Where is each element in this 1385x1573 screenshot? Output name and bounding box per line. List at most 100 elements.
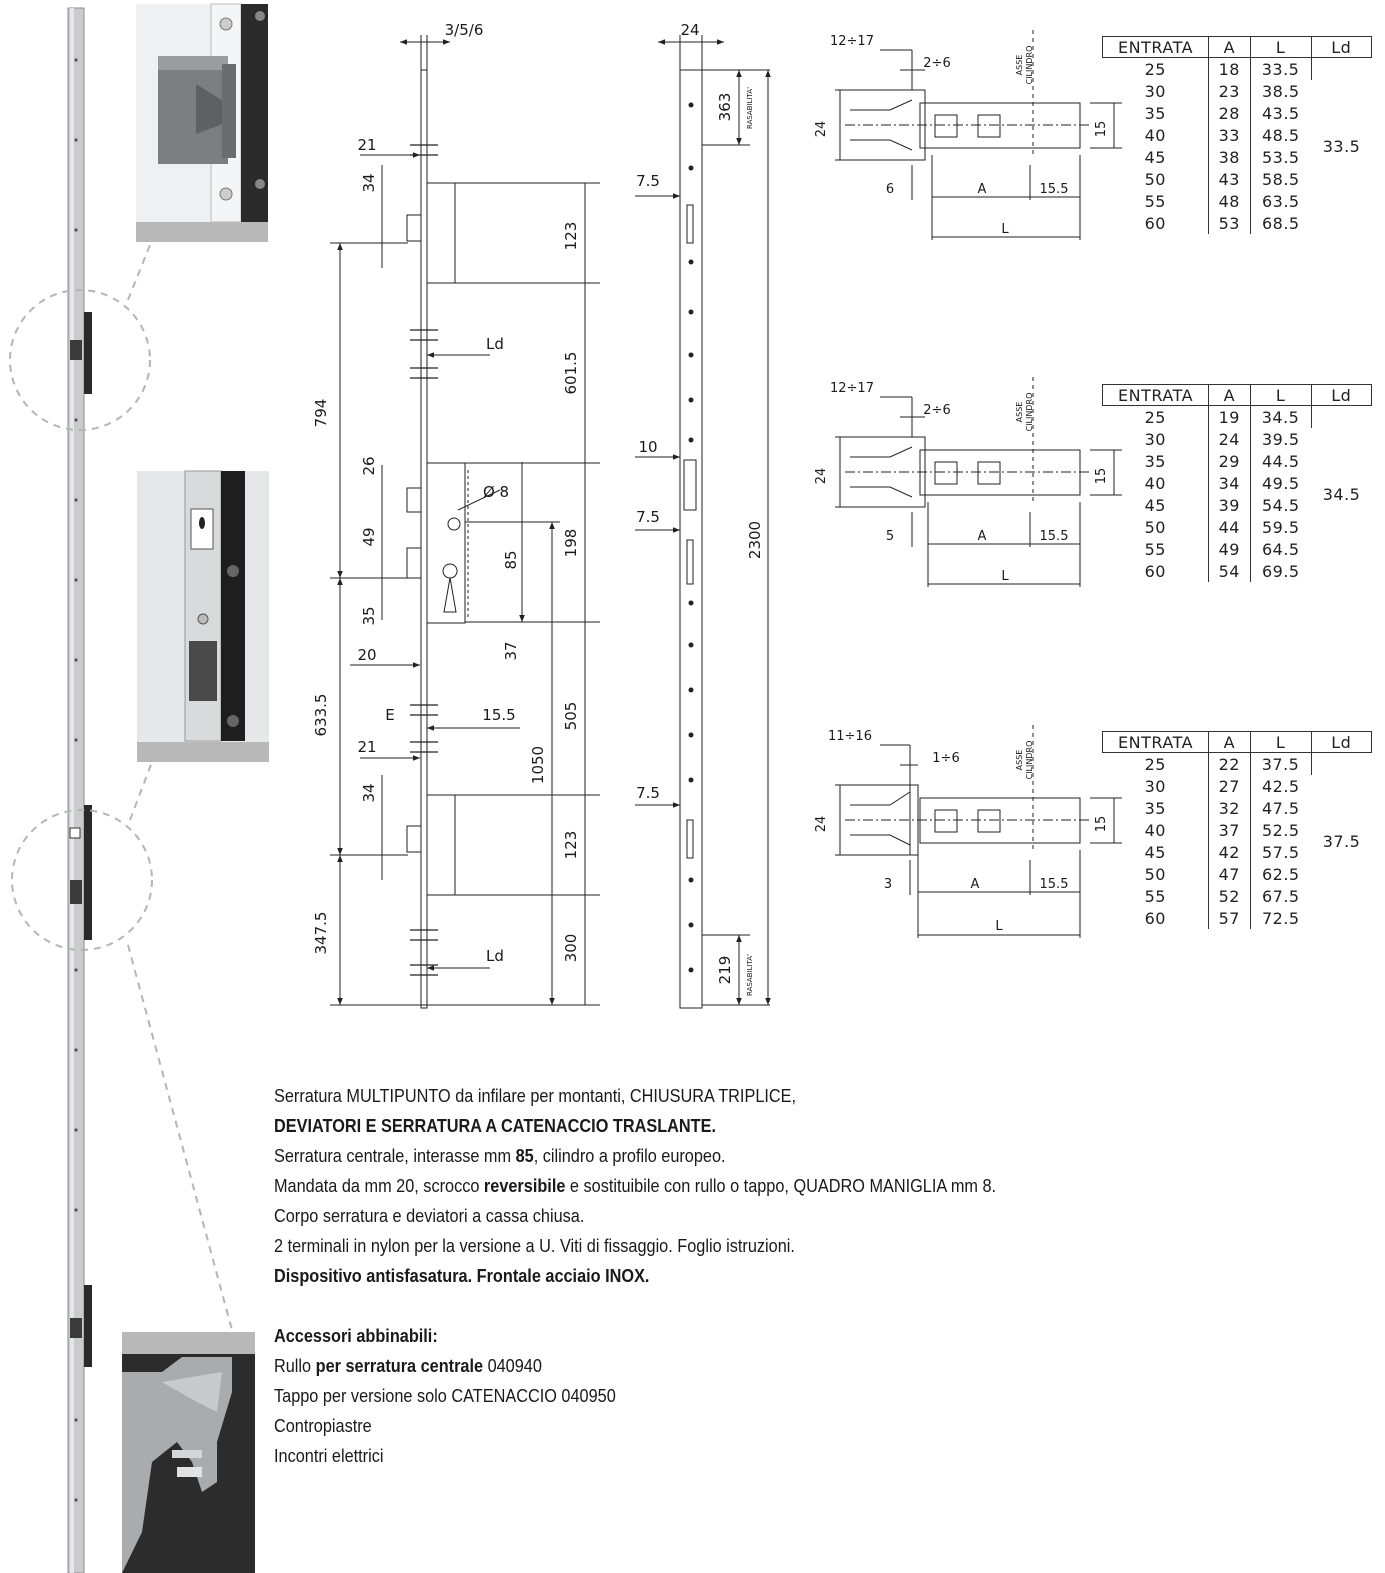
cell-entrata: 50 [1102, 516, 1210, 538]
cell-a: 42 [1208, 841, 1251, 863]
section1-tip: 15.5 [1040, 182, 1069, 197]
dim-85: 85 [502, 550, 520, 569]
dim-347-5: 347.5 [312, 912, 330, 955]
dim-363: 363 [716, 93, 734, 122]
dim-26: 26 [360, 456, 378, 475]
dim-123-top: 123 [562, 222, 580, 251]
section2-asse-1: ASSE [1015, 402, 1024, 423]
cell-l: 62.5 [1261, 864, 1300, 884]
cell-entrata: 60 [1102, 907, 1210, 929]
section3-range: 11÷16 [828, 729, 872, 744]
cell-ld: 33.5 [1322, 136, 1361, 156]
cell-a: 23 [1208, 80, 1251, 102]
dim-7-5-a: 7.5 [636, 172, 660, 190]
cell-l: 34.5 [1250, 405, 1312, 428]
cell-a: 29 [1208, 450, 1251, 472]
dim-34-bot: 34 [360, 783, 378, 802]
desc-line-7: Dispositivo antisfasatura. Frontale acci… [274, 1265, 650, 1286]
section1-offset: 6 [886, 182, 894, 197]
accessory-2: Tappo per versione solo CATENACCIO 04095… [274, 1385, 616, 1406]
cell-l: 48.5 [1261, 125, 1300, 145]
cell-entrata: 40 [1102, 124, 1210, 146]
cell-l: 33.5 [1250, 57, 1312, 80]
cell-a: 57 [1208, 907, 1251, 929]
cell-l: 53.5 [1261, 147, 1300, 167]
section-drawing-1: 12÷17 2÷6 24 15 6 A 15.5 L ASSE CILINDRO [814, 30, 1122, 240]
cell-entrata: 30 [1102, 80, 1210, 102]
cell-a: 54 [1208, 560, 1251, 582]
cell-ld: 37.5 [1322, 831, 1361, 851]
central-lock-photo [137, 470, 269, 762]
header-entrata: ENTRATA [1101, 36, 1210, 58]
cell-a: 49 [1208, 538, 1251, 560]
cell-l: 43.5 [1261, 103, 1300, 123]
dim-ld-top: Ld [486, 335, 504, 353]
dim-15-5: 15.5 [482, 706, 515, 724]
cell-a: 32 [1208, 797, 1251, 819]
cell-a: 34 [1208, 472, 1251, 494]
section1-asse-2: CILINDRO [1025, 46, 1034, 85]
dim-123-bot: 123 [562, 831, 580, 860]
section1-range: 12÷17 [830, 34, 874, 49]
section3-offset: 3 [884, 877, 892, 892]
cell-l: 72.5 [1261, 908, 1300, 928]
accessory-3: Contropiastre [274, 1415, 372, 1436]
cell-entrata: 45 [1102, 841, 1210, 863]
section2-asse-2: CILINDRO [1025, 393, 1034, 432]
dim-300: 300 [562, 934, 580, 963]
header-entrata: ENTRATA [1101, 384, 1210, 406]
dim-794: 794 [312, 399, 330, 428]
header-ld: Ld [1310, 36, 1373, 58]
cell-l: 47.5 [1261, 798, 1300, 818]
cell-entrata: 55 [1102, 885, 1210, 907]
dim-7-5-c: 7.5 [636, 784, 660, 802]
cell-a: 18 [1208, 57, 1251, 80]
cell-a: 39 [1208, 494, 1251, 516]
accessory-1: Rullo per serratura centrale 040940 [274, 1355, 542, 1376]
dim-front-thickness: 3/5/6 [445, 21, 484, 39]
section3-height: 24 [814, 816, 829, 833]
cell-entrata: 35 [1102, 102, 1210, 124]
cell-ld: 34.5 [1322, 484, 1361, 504]
cell-l: 63.5 [1261, 191, 1300, 211]
cell-l: 37.5 [1250, 752, 1312, 775]
cell-l: 57.5 [1261, 842, 1300, 862]
cell-entrata: 35 [1102, 450, 1210, 472]
cell-l: 69.5 [1261, 561, 1300, 581]
section1-height: 24 [814, 121, 829, 138]
dim-35: 35 [360, 606, 378, 625]
desc-line-1: Serratura MULTIPUNTO da infilare per mon… [274, 1085, 797, 1106]
header-l: L [1249, 731, 1312, 753]
dim-21-bot: 21 [357, 738, 376, 756]
cell-entrata: 50 [1102, 863, 1210, 885]
dim-34-top: 34 [360, 173, 378, 192]
desc-line-2: DEVIATORI E SERRATURA A CATENACCIO TRASL… [274, 1115, 716, 1136]
section3-gap: 1÷6 [932, 751, 959, 766]
dim-219: 219 [716, 956, 734, 985]
header-entrata: ENTRATA [1101, 731, 1210, 753]
dim-633-5: 633.5 [312, 694, 330, 737]
cell-a: 47 [1208, 863, 1251, 885]
cell-a: 24 [1208, 428, 1251, 450]
cell-l: 42.5 [1261, 776, 1300, 796]
product-description: Serratura MULTIPUNTO da infilare per mon… [274, 1081, 1066, 1471]
cell-l: 59.5 [1261, 517, 1300, 537]
hook-detail-photo [122, 1332, 255, 1573]
desc-line-3: Serratura centrale, interasse mm 85, cil… [274, 1145, 726, 1166]
cell-entrata: 60 [1102, 560, 1210, 582]
dim-21-top: 21 [357, 136, 376, 154]
rasabilita-bottom: RASABILITA' [746, 954, 754, 996]
cell-l: 39.5 [1261, 429, 1300, 449]
section2-a: A [978, 529, 987, 544]
dim-1050: 1050 [529, 746, 547, 784]
cell-entrata: 25 [1102, 752, 1210, 775]
